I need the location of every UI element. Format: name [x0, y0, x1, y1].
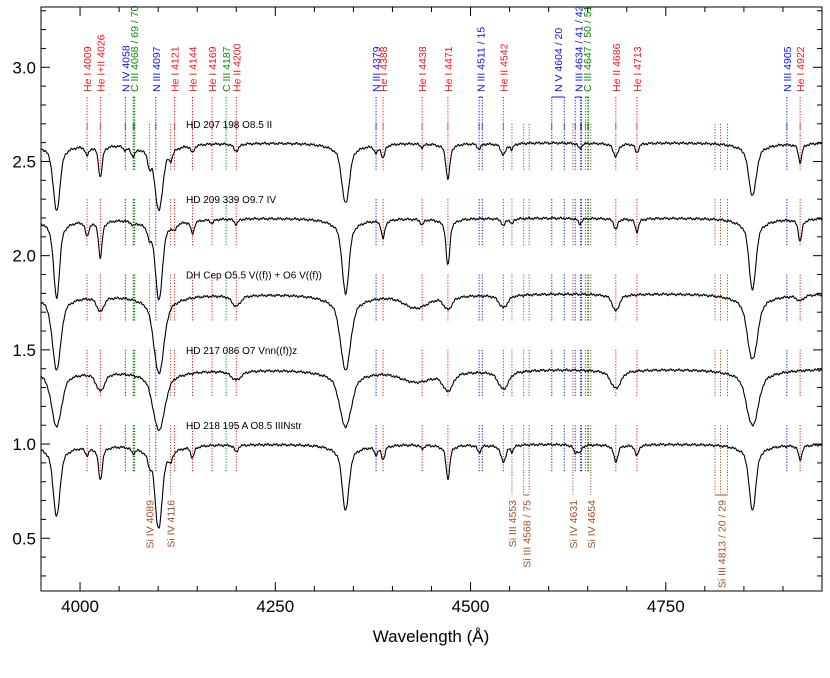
- y-tick-label: 1.0: [12, 435, 36, 454]
- line-id-label: N V 4604 / 20: [553, 28, 565, 92]
- axis-layer: 4000 4250 4500 4750 0.5 1.0 1.5 2.0 2.5 3.0: [12, 7, 823, 616]
- line-id-label: N III 4511 / 15: [476, 27, 488, 92]
- si-id-label: Si III 4553: [507, 500, 519, 547]
- spectrum-label: DH Cep O5.5 V((f)) + O6 V((f)): [186, 271, 322, 282]
- spectra-layer: HD 207 198 O8.5 II HD 209 339 O9.7 IV DH C…: [40, 120, 823, 529]
- line-id-label: N IV 4058: [120, 45, 132, 92]
- spectrum-line: [40, 141, 823, 212]
- line-id-label: He I 4922: [795, 46, 807, 92]
- line-id-label: C III 4187: [221, 46, 233, 92]
- line-id-label: He I 4009: [82, 46, 94, 92]
- line-id-label: He I 4471: [443, 46, 455, 92]
- line-id-label: He II 4200: [231, 43, 243, 92]
- si-id-label: Si IV 4631: [568, 500, 580, 549]
- line-id-label: N III 4097: [151, 46, 163, 92]
- y-tick-label: 0.5: [12, 529, 36, 548]
- x-axis-title: Wavelength (Å): [373, 627, 490, 646]
- spectrum-line: [40, 292, 823, 375]
- x-tick-label: 4000: [61, 597, 99, 616]
- line-id-label: He I 4388: [378, 46, 390, 92]
- line-id-label: N III 4379: [371, 46, 383, 92]
- si-id-label: Si IV 4654: [586, 500, 598, 549]
- line-id-label: N III 4634 / 41 / 42: [573, 5, 585, 92]
- line-id-label: He I 4144: [188, 46, 200, 92]
- spectrum-label: HD 209 339 O9.7 IV: [186, 195, 276, 206]
- line-id-label: He I 4438: [417, 46, 429, 92]
- line-id-label: He I 4121: [170, 46, 182, 92]
- y-tick-label: 2.5: [12, 152, 36, 171]
- line-marker-layer: [86, 96, 801, 496]
- line-id-label: He I+II 4026: [95, 34, 107, 92]
- si-id-label: Si IV 4116: [166, 500, 178, 548]
- line-id-label: He II 4542: [498, 43, 510, 92]
- spectrum-line: [40, 442, 823, 529]
- x-tick-label: 4750: [647, 597, 685, 616]
- y-tick-label: 2.0: [12, 247, 36, 266]
- line-id-label: C III 4647 / 50 / 51: [582, 5, 594, 92]
- x-tick-label: 4250: [256, 597, 294, 616]
- spectrum-label: HD 217 086 O7 Vnn((f))z: [186, 346, 297, 357]
- spectrum-label: HD 207 198 O8.5 II: [186, 120, 272, 131]
- si-id-label: Si III 4813 / 20 / 29: [716, 500, 728, 588]
- line-id-label: N III 4905: [782, 46, 794, 92]
- line-id-label: He II 4686: [611, 43, 623, 92]
- spectrum-line: [41, 368, 823, 432]
- plot-frame: [40, 6, 823, 592]
- y-tick-label: 3.0: [12, 58, 36, 77]
- x-tick-label: 4500: [452, 597, 490, 616]
- line-id-label: C III 4068 / 69 / 70: [129, 5, 141, 92]
- y-tick-label: 1.5: [12, 341, 36, 360]
- line-id-label: He I 4169: [207, 46, 219, 92]
- line-id-label: He I 4713: [632, 46, 644, 92]
- spectrum-label: HD 218 195 A O8.5 IIINstr: [186, 421, 302, 432]
- si-id-label: Si IV 4089: [145, 500, 157, 549]
- si-id-label: Si III 4568 / 75: [521, 500, 533, 568]
- spectrum-line: [40, 216, 823, 301]
